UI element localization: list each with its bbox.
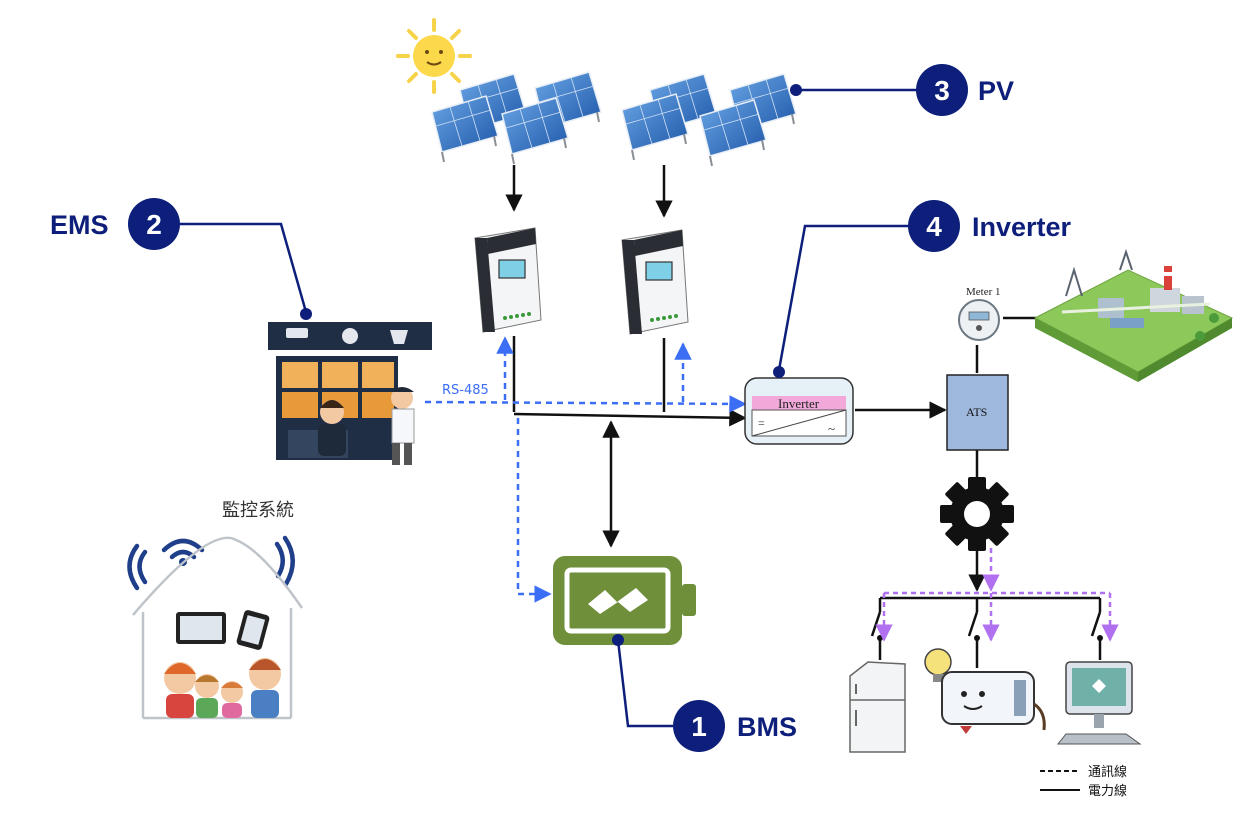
callout-ems: EMS 2 — [50, 198, 180, 250]
computer-monitor-icon — [1056, 661, 1142, 745]
cctv-camera-icon — [268, 322, 432, 350]
charge-controller-icon — [474, 227, 542, 333]
monitoring-system-label: 監控系統 — [222, 500, 294, 521]
inverter-dc-symbol: = — [758, 416, 765, 430]
ats-label: ATS — [966, 405, 987, 419]
callout-pv-number: 3 — [934, 75, 950, 106]
inverter-box: Inverter = ~ — [744, 377, 854, 445]
solar-panel-icon — [431, 71, 602, 165]
callout-inverter: 4 Inverter — [908, 200, 1072, 252]
callout-leaders — [180, 88, 917, 728]
inverter-box-label: Inverter — [778, 396, 820, 411]
legend-power-label: 電力線 — [1088, 783, 1127, 799]
meter-label: Meter 1 — [966, 286, 1001, 298]
load-communication-lines — [875, 548, 1119, 642]
callout-bms: 1 BMS — [673, 700, 797, 752]
charge-controller-icon — [621, 229, 689, 335]
power-plant-icon — [1033, 248, 1234, 382]
callout-inverter-number: 4 — [926, 211, 942, 242]
callout-inverter-label: Inverter — [972, 212, 1072, 242]
phone-icon — [236, 610, 270, 650]
ats-box: ATS — [946, 374, 1009, 451]
inverter-ac-symbol: ~ — [828, 421, 835, 436]
family-icon — [164, 658, 281, 718]
tablet-icon — [176, 612, 226, 644]
control-room-icon — [276, 356, 415, 465]
solar-panel-icon — [621, 73, 797, 167]
gear-icon — [940, 477, 1014, 551]
battery-icon — [553, 556, 696, 645]
power-lines — [505, 165, 1102, 668]
wifi-icon — [127, 535, 295, 591]
callout-bms-number: 1 — [691, 711, 707, 742]
refrigerator-icon — [849, 661, 906, 753]
callout-pv-label: PV — [978, 76, 1014, 106]
callout-pv: 3 PV — [916, 64, 1014, 116]
callout-ems-number: 2 — [146, 209, 162, 240]
communication-lines — [424, 336, 747, 603]
sun-icon — [396, 18, 472, 94]
electric-meter-icon — [958, 299, 1000, 341]
house-outline — [132, 536, 304, 720]
rs485-label: RS-485 — [442, 383, 489, 398]
light-bulb-icon — [924, 648, 952, 682]
callout-bms-label: BMS — [737, 712, 797, 742]
air-conditioner-icon — [941, 671, 1046, 734]
legend-comm-label: 通訊線 — [1088, 764, 1127, 780]
callout-ems-label: EMS — [50, 210, 109, 240]
legend: 通訊線 電力線 — [1040, 764, 1127, 799]
